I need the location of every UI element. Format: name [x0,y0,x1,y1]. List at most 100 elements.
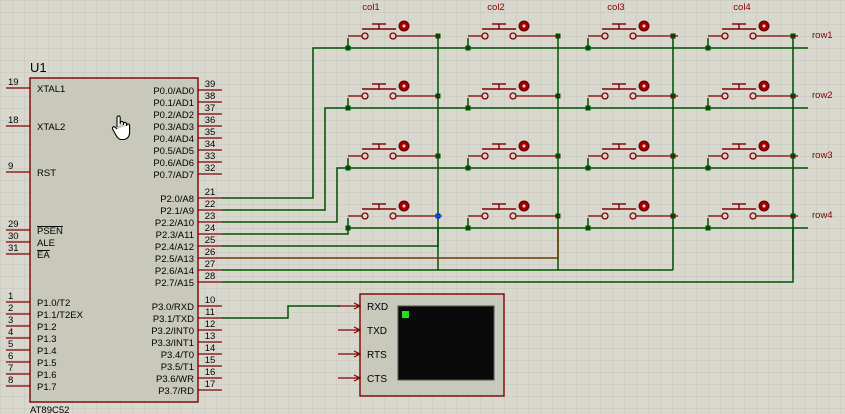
probe-marker-icon [434,212,442,220]
chip-pin-number: 29 [8,219,19,230]
chip-pin-name: P2.2/A10 [155,218,194,229]
push-button[interactable] [348,80,438,100]
chip-pin-number: 10 [205,295,216,306]
chip-pin-name: P0.0/AD0 [153,86,194,97]
chip-pin-name: P3.5/T1 [161,362,194,373]
wire-junction [345,225,351,231]
push-button[interactable] [708,200,798,220]
chip-ref-label: U1 [30,60,47,75]
chip-pin-name: P2.4/A12 [155,242,194,253]
row-wire[interactable] [222,107,348,211]
switch-indicator-highlight [642,24,646,28]
chip-pin-number: 18 [8,115,19,126]
wire-junction [345,105,351,111]
switch-indicator-highlight [762,204,766,208]
chip-pin-name: PSEN [37,226,63,237]
chip-pin-name: P3.6/WR [156,374,194,385]
switch-indicator-highlight [522,24,526,28]
switch-contact [361,152,369,160]
row-wire[interactable] [222,47,348,199]
chip-pin-name: P2.3/A11 [156,230,194,241]
chip-pin-number: 4 [8,327,13,338]
column-wire[interactable] [222,228,559,259]
chip-pin-number: 35 [205,127,216,138]
terminal-pin-name: TXD [367,326,387,337]
switch-indicator-highlight [402,24,406,28]
push-button[interactable] [348,140,438,160]
push-button[interactable] [588,80,678,100]
chip-pin-number: 34 [205,139,216,150]
push-button[interactable] [348,200,438,220]
column-wire[interactable] [222,228,439,247]
chip-pin-name: P2.5/A13 [155,254,194,265]
column-label: col1 [362,2,379,13]
chip-pin-name: XTAL2 [37,122,65,133]
wire-junction [465,165,471,171]
chip-pin-name: P2.7/A15 [155,278,194,289]
push-button[interactable] [468,80,558,100]
switch-contact [481,92,489,100]
chip-pin-name: P0.1/AD1 [153,98,194,109]
switch-indicator-highlight [402,204,406,208]
chip-pin-name: P3.3/INT1 [151,338,194,349]
chip-pin-name: EA [37,250,50,261]
push-button[interactable] [348,20,438,40]
serial-wire[interactable] [222,305,340,319]
terminal-pin-arrow-icon [353,350,362,358]
chip-pin-name: P1.1/T2EX [37,310,84,321]
switch-indicator-highlight [762,84,766,88]
chip-pin-number: 38 [205,91,216,102]
column-wire[interactable] [222,228,794,283]
chip-pin-name: ALE [37,238,55,249]
push-button[interactable] [708,20,798,40]
switch-contact [721,152,729,160]
switch-contact [481,212,489,220]
chip-pin-name: P1.6 [37,370,57,381]
chip-pin-number: 26 [205,247,216,258]
chip-pin-number: 31 [8,243,19,254]
switch-indicator-highlight [762,24,766,28]
push-button[interactable] [468,20,558,40]
push-button[interactable] [588,140,678,160]
push-button[interactable] [468,140,558,160]
push-button[interactable] [468,200,558,220]
terminal-screen [397,305,495,381]
chip-pin-name: P0.6/AD6 [153,158,194,169]
switch-indicator-highlight [522,84,526,88]
push-button[interactable] [708,80,798,100]
chip-pin-number: 22 [205,199,216,210]
switch-indicator-highlight [642,204,646,208]
chip-pin-name: P3.0/RXD [152,302,194,313]
switch-contact [721,32,729,40]
row-label: row1 [812,30,833,41]
wire-junction [705,105,711,111]
chip-pin-number: 28 [205,271,216,282]
row-label: row3 [812,150,833,161]
row-wire[interactable] [222,167,348,223]
chip-pin-name: P3.7/RD [158,386,194,397]
push-button[interactable] [588,20,678,40]
chip-pin-number: 14 [205,343,216,354]
hand-pointer-icon [111,115,131,141]
switch-contact [601,92,609,100]
switch-contact [481,152,489,160]
chip-pin-number: 30 [8,231,19,242]
chip-pin-number: 3 [8,315,13,326]
switch-contact [361,212,369,220]
chip-pin-number: 37 [205,103,216,114]
switch-contact [601,212,609,220]
switch-indicator-highlight [642,84,646,88]
push-button[interactable] [708,140,798,160]
terminal-pin-name: RTS [367,350,387,361]
chip-pin-number: 39 [205,79,216,90]
switch-contact [481,32,489,40]
push-button[interactable] [588,200,678,220]
microcontroller-chip[interactable]: U1 AT89C52 19XTAL118XTAL29RST29PSEN30ALE… [6,60,222,414]
column-label: col4 [733,2,750,13]
chip-pin-number: 1 [8,291,13,302]
switch-indicator-highlight [522,144,526,148]
